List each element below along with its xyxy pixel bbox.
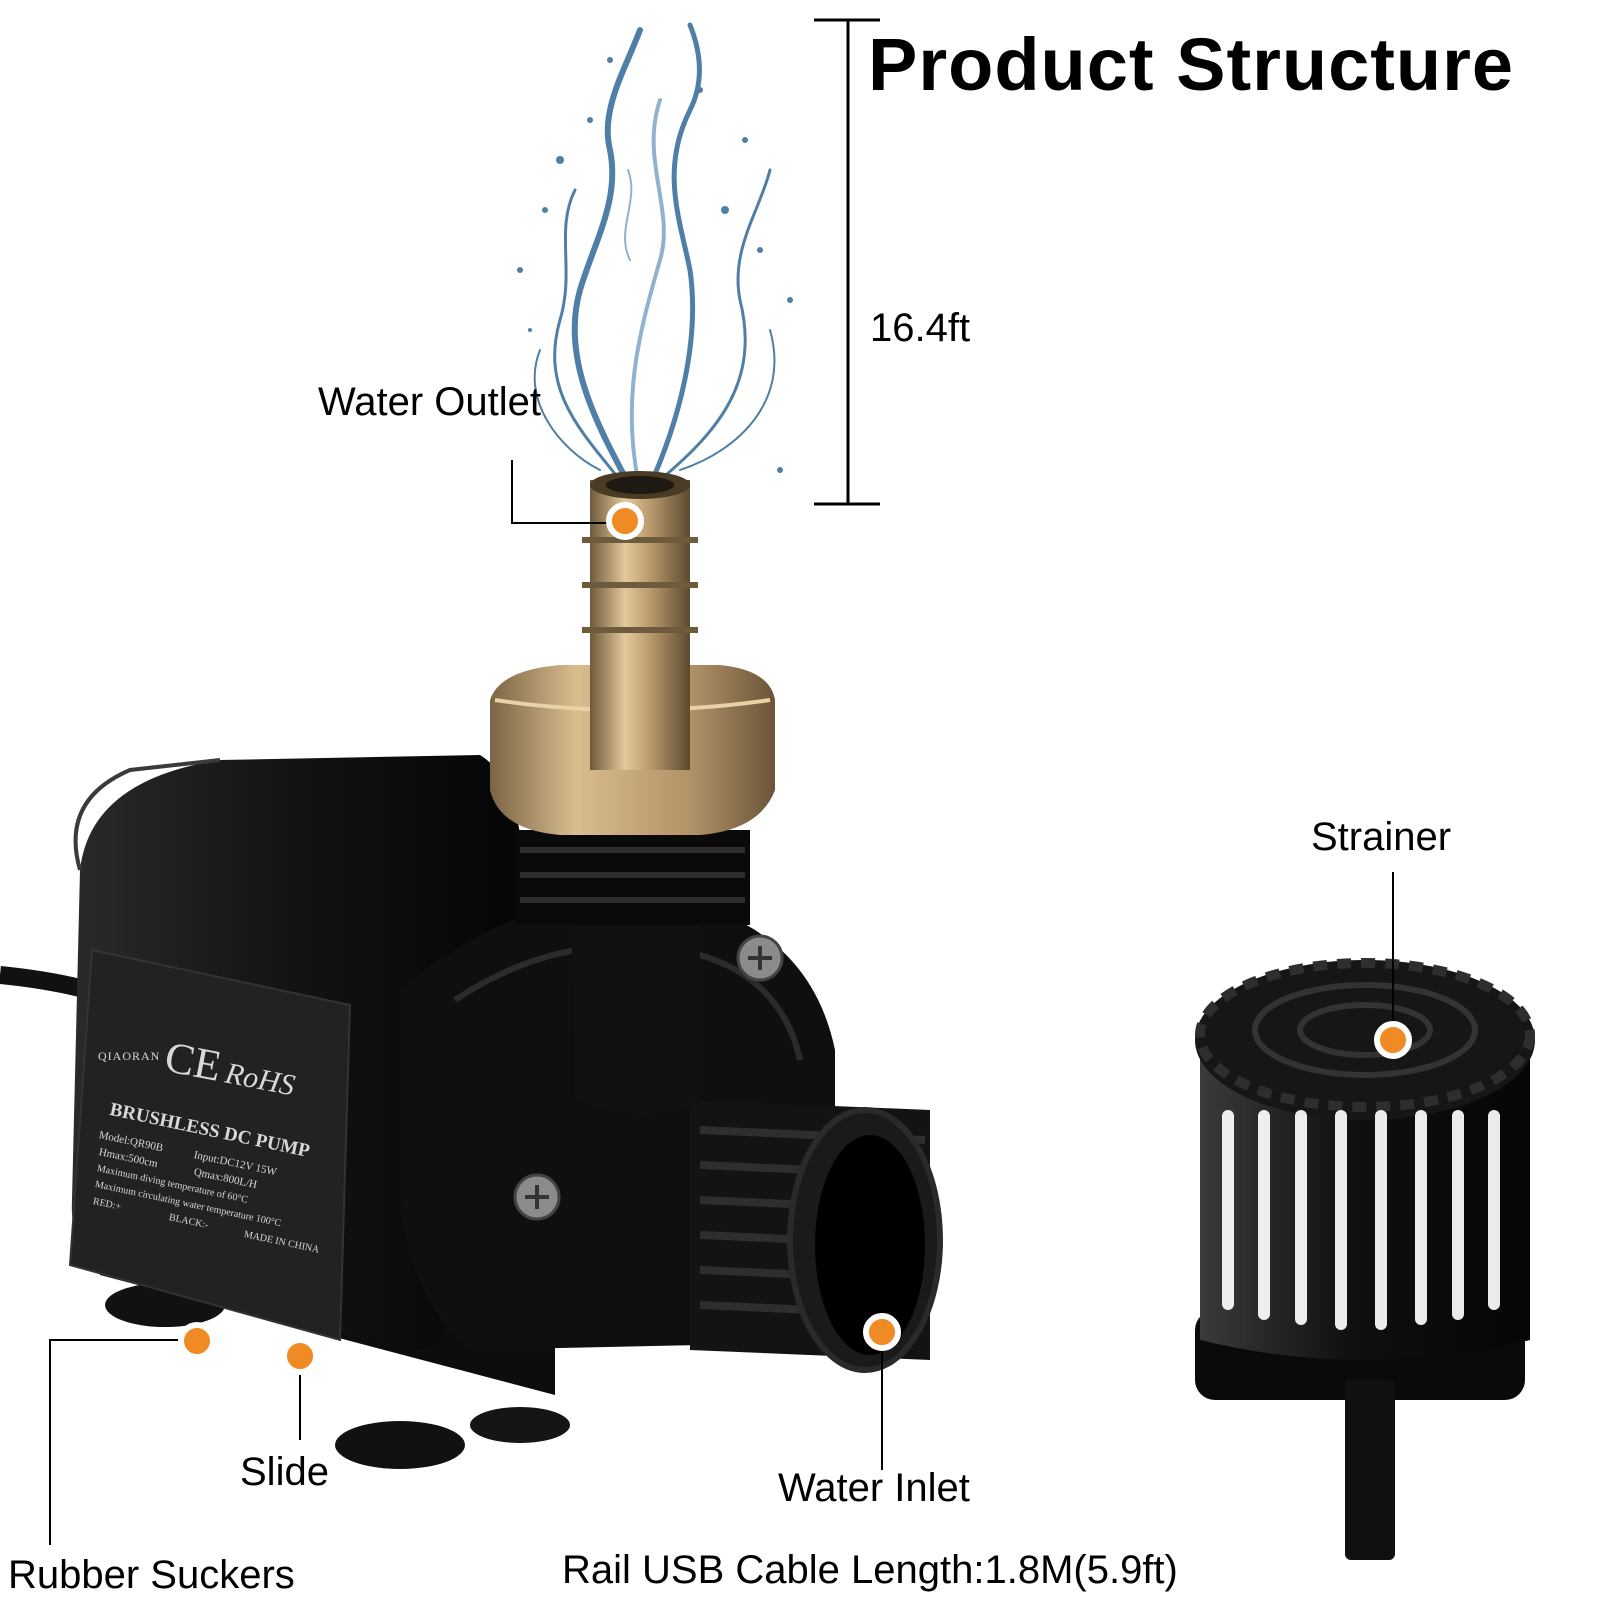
marker-water-inlet: [863, 1313, 901, 1351]
label-slide: Slide: [240, 1450, 329, 1494]
power-cable: [0, 966, 83, 997]
strainer-illustration: [1195, 958, 1535, 1560]
label-water-outlet: Water Outlet: [318, 380, 542, 424]
page-title: Product Structure: [868, 23, 1515, 106]
water-droplets: [517, 57, 793, 473]
marker-water-outlet: [606, 502, 644, 540]
water-splash: [533, 22, 776, 493]
marker-strainer: [1374, 1021, 1412, 1059]
label-rubber-suckers: Rubber Suckers: [8, 1553, 295, 1597]
height-dimension-bracket: [814, 18, 880, 506]
callout-markers: [178, 502, 1412, 1375]
marker-slide: [281, 1337, 319, 1375]
ce-mark: CE: [160, 1032, 226, 1091]
label-water-inlet: Water Inlet: [778, 1466, 970, 1510]
label-strainer: Strainer: [1311, 815, 1452, 859]
brand-logo-text: QIAORAN: [98, 1049, 161, 1063]
height-label: 16.4ft: [870, 306, 971, 350]
label-cable-length: Rail USB Cable Length:1.8M(5.9ft): [562, 1548, 1178, 1592]
pump-label-plate: [68, 948, 352, 1342]
marker-rubber-suckers: [178, 1322, 216, 1360]
